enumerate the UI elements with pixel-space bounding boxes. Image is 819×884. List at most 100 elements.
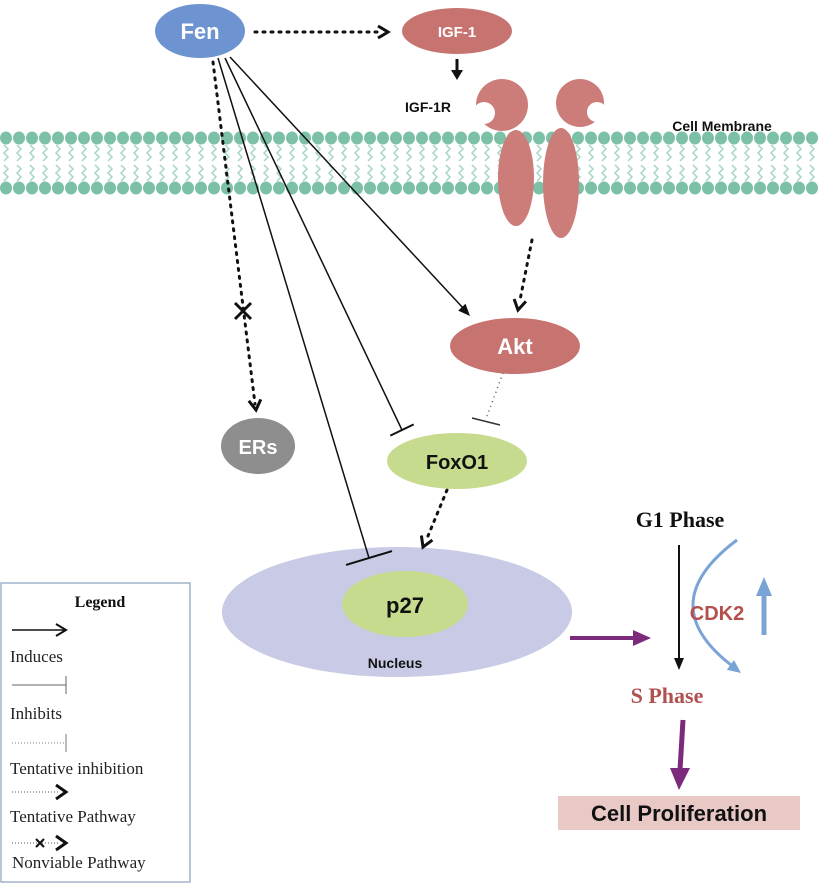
membrane-lipid-head — [533, 131, 545, 145]
membrane-lipid-tail — [782, 144, 790, 162]
membrane-lipid-head — [286, 181, 298, 195]
membrane-lipid-tail — [197, 144, 205, 162]
legend-item-tentative-inhibition: Tentative inhibition — [10, 759, 144, 778]
igf1-label: IGF-1 — [438, 24, 476, 41]
membrane-lipid-head — [637, 131, 649, 145]
akt-label: Akt — [497, 334, 533, 359]
membrane-lipid-head — [637, 181, 649, 195]
legend-symbol-induces — [12, 623, 68, 637]
membrane-lipid-tail — [197, 164, 205, 182]
receptor-left-stalk — [498, 130, 534, 226]
membrane-lipid-tail — [704, 144, 712, 162]
membrane-lipid-head — [416, 131, 428, 145]
membrane-lipid-head — [65, 181, 77, 195]
membrane-lipid-tail — [587, 144, 595, 162]
membrane-lipid-head — [429, 131, 441, 145]
membrane-lipid-head — [403, 131, 415, 145]
membrane-lipid-tail — [457, 144, 465, 162]
membrane-lipid-tail — [80, 164, 88, 182]
dotted-line — [211, 60, 257, 406]
membrane-lipid-head — [481, 181, 493, 195]
membrane-lipid-head — [117, 181, 129, 195]
arrowhead — [674, 658, 684, 670]
membrane-lipid-head — [754, 181, 766, 195]
legend-symbol-nonviable-pathway — [12, 834, 69, 852]
igf1-node — [402, 8, 512, 54]
membrane-lipid-head — [377, 131, 389, 145]
arrow-g1-to-s — [674, 545, 684, 670]
foxo1-label: FoxO1 — [426, 452, 488, 474]
membrane-lipid-head — [52, 181, 64, 195]
membrane-lipid-tail — [535, 144, 543, 162]
membrane-lipid-tail — [223, 164, 231, 182]
membrane-lipid-head — [598, 181, 610, 195]
membrane-lipid-tail — [41, 144, 49, 162]
membrane-lipid-tail — [236, 144, 244, 162]
fen-label: Fen — [180, 19, 219, 44]
membrane-lipid-tail — [678, 144, 686, 162]
membrane-lipid-head — [169, 181, 181, 195]
membrane-lipid-head — [286, 131, 298, 145]
cell-membrane-label: Cell Membrane — [672, 118, 772, 134]
membrane-lipid-tail — [340, 144, 348, 162]
membrane-lipid-head — [338, 131, 350, 145]
membrane-lipid-head — [351, 131, 363, 145]
membrane-lipid-tail — [145, 144, 153, 162]
membrane-lipid-head — [585, 131, 597, 145]
membrane-lipid-head — [481, 131, 493, 145]
membrane-lipid-tail — [808, 164, 816, 182]
membrane-lipid-tail — [210, 144, 218, 162]
igf1-receptor — [473, 79, 607, 238]
membrane-lipid-head — [195, 131, 207, 145]
membrane-lipid-tail — [223, 144, 231, 162]
membrane-lipid-tail — [795, 144, 803, 162]
membrane-lipid-head — [26, 181, 38, 195]
membrane-lipid-head — [104, 131, 116, 145]
membrane-lipid-tail — [2, 144, 10, 162]
membrane-lipid-tail — [639, 164, 647, 182]
membrane-lipid-tail — [119, 144, 127, 162]
foxo1-node — [387, 433, 527, 489]
membrane-lipid-tail — [392, 144, 400, 162]
membrane-lipid-head — [0, 181, 12, 195]
membrane-lipid-tail — [132, 164, 140, 182]
membrane-lipid-tail — [418, 144, 426, 162]
membrane-lipid-tail — [431, 164, 439, 182]
membrane-lipid-tail — [405, 164, 413, 182]
membrane-lipid-head — [442, 131, 454, 145]
membrane-lipid-head — [351, 181, 363, 195]
membrane-lipid-tail — [470, 144, 478, 162]
membrane-lipid-tail — [639, 144, 647, 162]
membrane-lipid-head — [234, 181, 246, 195]
membrane-lipid-tail — [106, 144, 114, 162]
membrane-lipid-tail — [613, 144, 621, 162]
membrane-lipid-tail — [652, 164, 660, 182]
membrane-lipid-tail — [483, 164, 491, 182]
membrane-lipid-tail — [353, 164, 361, 182]
arrow-nucleus-to-cell-cycle — [570, 630, 651, 646]
membrane-lipid-tail — [184, 164, 192, 182]
nucleus-label: Nucleus — [368, 655, 423, 671]
membrane-lipid-head — [39, 181, 51, 195]
cdk2-cycle-arc — [691, 538, 741, 673]
solid-line — [229, 56, 465, 310]
membrane-lipid-head — [91, 181, 103, 195]
legend-title: Legend — [75, 594, 126, 611]
membrane-lipid-head — [312, 131, 324, 145]
membrane-lipid-tail — [704, 164, 712, 182]
membrane-lipid-tail — [652, 144, 660, 162]
membrane-lipid-head — [208, 131, 220, 145]
legend-item-tentative-pathway: Tentative Pathway — [10, 807, 136, 826]
membrane-lipid-head — [260, 131, 272, 145]
membrane-lipid-head — [143, 131, 155, 145]
membrane-lipid-tail — [15, 144, 23, 162]
membrane-lipid-tail — [678, 164, 686, 182]
membrane-lipid-tail — [249, 144, 257, 162]
membrane-lipid-tail — [158, 144, 166, 162]
arrowhead — [55, 834, 69, 852]
arrowhead — [419, 535, 434, 550]
membrane-lipid-tail — [665, 164, 673, 182]
ers-node — [221, 418, 295, 474]
membrane-lipid-tail — [171, 164, 179, 182]
